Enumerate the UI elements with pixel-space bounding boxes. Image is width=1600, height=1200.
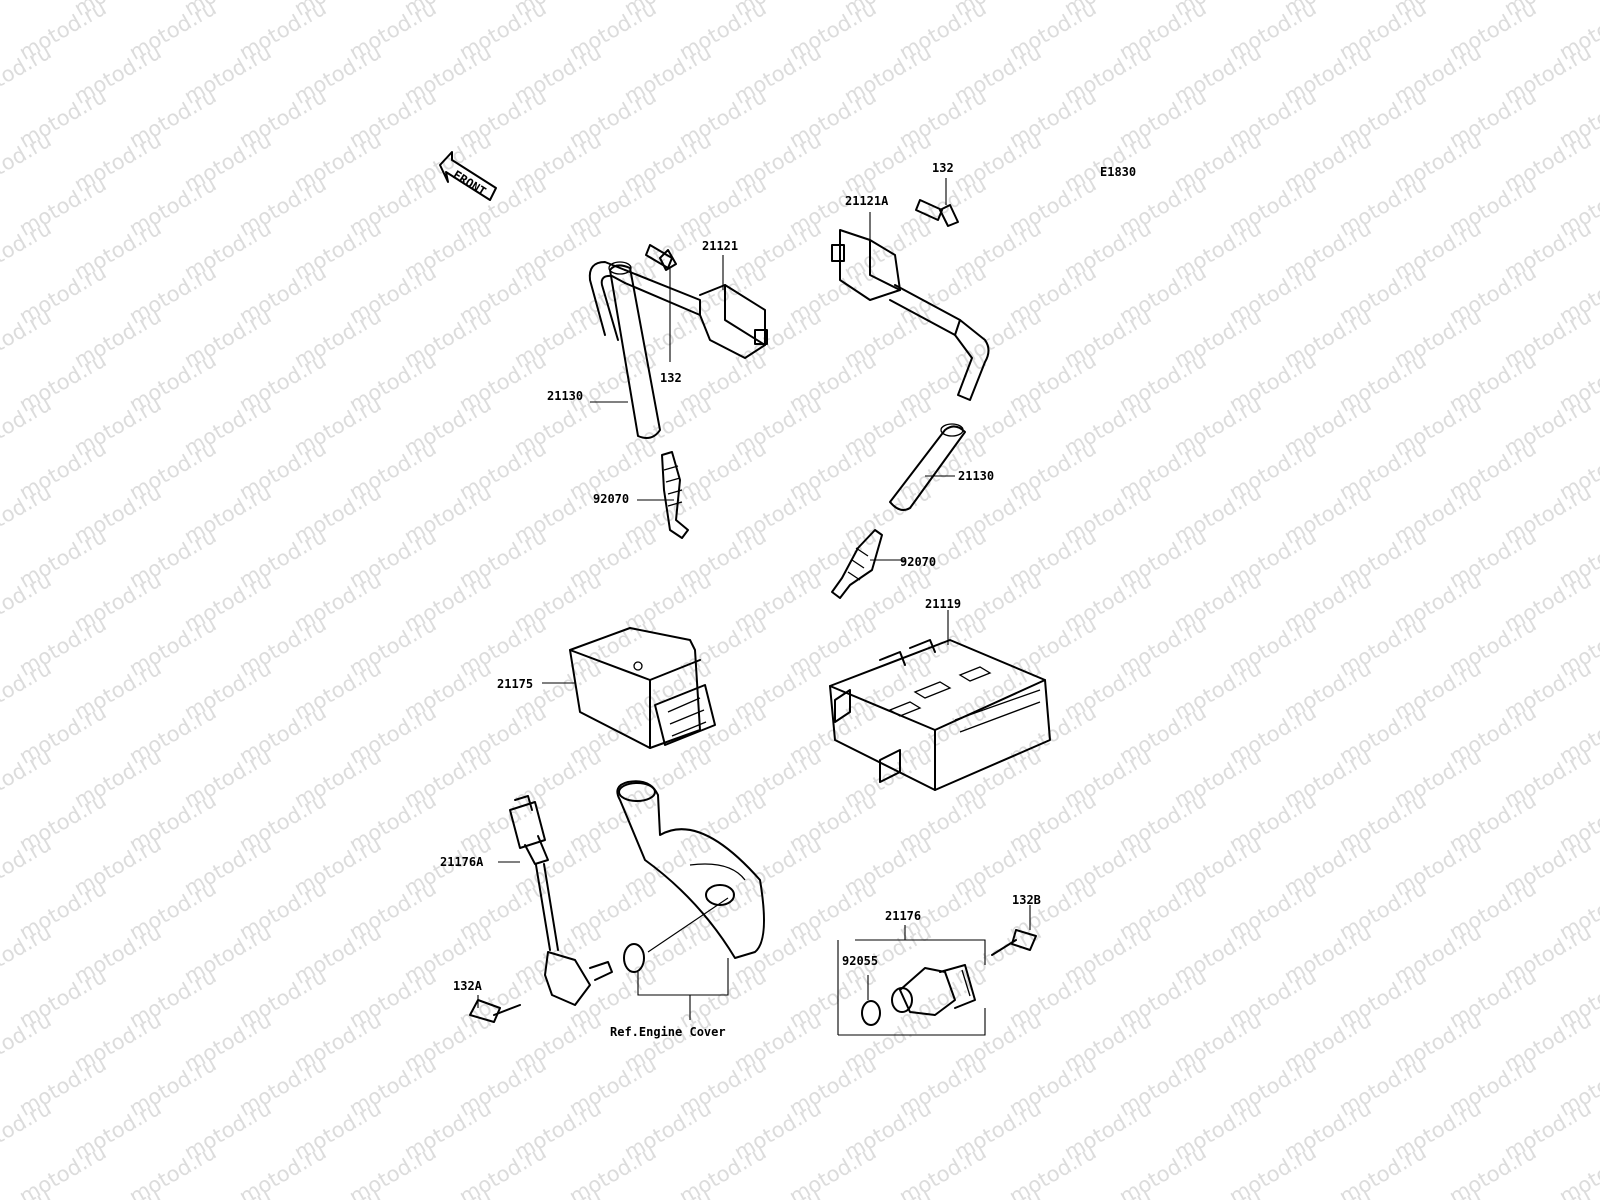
label-21119: 21119 — [925, 597, 961, 611]
ecu-21119 — [829, 639, 1051, 791]
front-label: FRONT — [450, 168, 488, 199]
diagram-code: E1830 — [1100, 165, 1136, 179]
bolt-132a — [469, 999, 521, 1023]
plug-cap-right — [889, 423, 966, 511]
bolt-132-left — [659, 249, 677, 271]
sensor-21176a — [509, 795, 613, 1006]
label-21130-right: 21130 — [958, 469, 994, 483]
engine-cover — [616, 780, 765, 959]
ignition-coil-left — [588, 244, 768, 359]
bolt-132b — [991, 929, 1037, 956]
label-132-left: 132 — [660, 371, 682, 385]
box-21175 — [569, 627, 716, 749]
label-21176a: 21176A — [440, 855, 484, 869]
label-21121: 21121 — [702, 239, 738, 253]
label-92070-left: 92070 — [593, 492, 629, 506]
front-arrow: FRONT — [439, 151, 497, 201]
leader-lines — [477, 178, 1031, 1036]
label-92055: 92055 — [842, 954, 878, 968]
label-132b: 132B — [1012, 893, 1041, 907]
ignition-coil-right — [831, 199, 990, 401]
o-ring-right — [861, 1000, 881, 1026]
label-92070-right: 92070 — [900, 555, 936, 569]
spark-plug-left — [661, 451, 689, 539]
label-132-top: 132 — [932, 161, 954, 175]
ref-engine-cover-note: Ref.Engine Cover — [610, 1025, 726, 1039]
label-132a: 132A — [453, 979, 483, 993]
sensor-21176 — [891, 964, 976, 1016]
plug-cap-left — [608, 261, 661, 439]
label-21175: 21175 — [497, 677, 533, 691]
bolt-132-top — [939, 204, 959, 227]
label-21176: 21176 — [885, 909, 921, 923]
o-ring-left — [623, 943, 645, 973]
spark-plug-right — [831, 529, 883, 599]
label-21121a: 21121A — [845, 194, 889, 208]
label-21130-left: 21130 — [547, 389, 583, 403]
